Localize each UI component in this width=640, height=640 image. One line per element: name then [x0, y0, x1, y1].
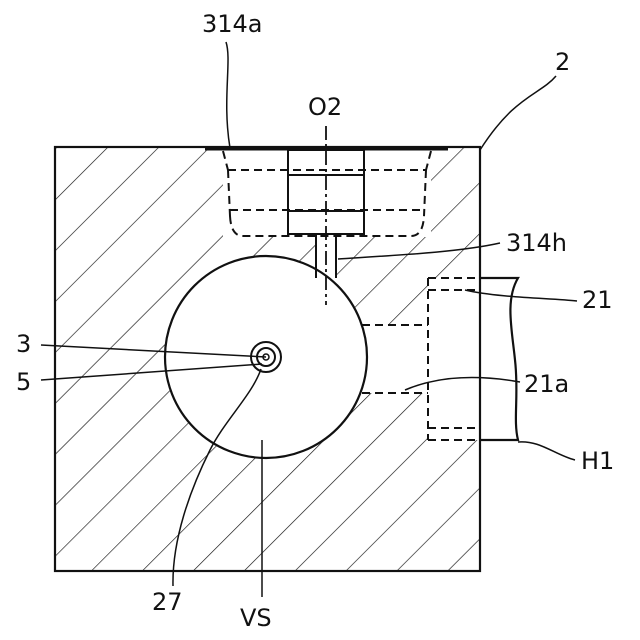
protrusion-h1 [480, 278, 518, 440]
label-27: 27 [152, 588, 183, 616]
label-314a: 314a [202, 10, 263, 38]
label-5: 5 [16, 368, 31, 396]
label-21: 21 [582, 286, 613, 314]
label-3: 3 [16, 330, 31, 358]
label-21a: 21a [524, 370, 569, 398]
label-vs: VS [240, 604, 272, 632]
label-h1: H1 [581, 447, 614, 475]
label-314h: 314h [506, 229, 567, 257]
label-o2: O2 [308, 93, 342, 121]
label-2: 2 [555, 48, 570, 76]
